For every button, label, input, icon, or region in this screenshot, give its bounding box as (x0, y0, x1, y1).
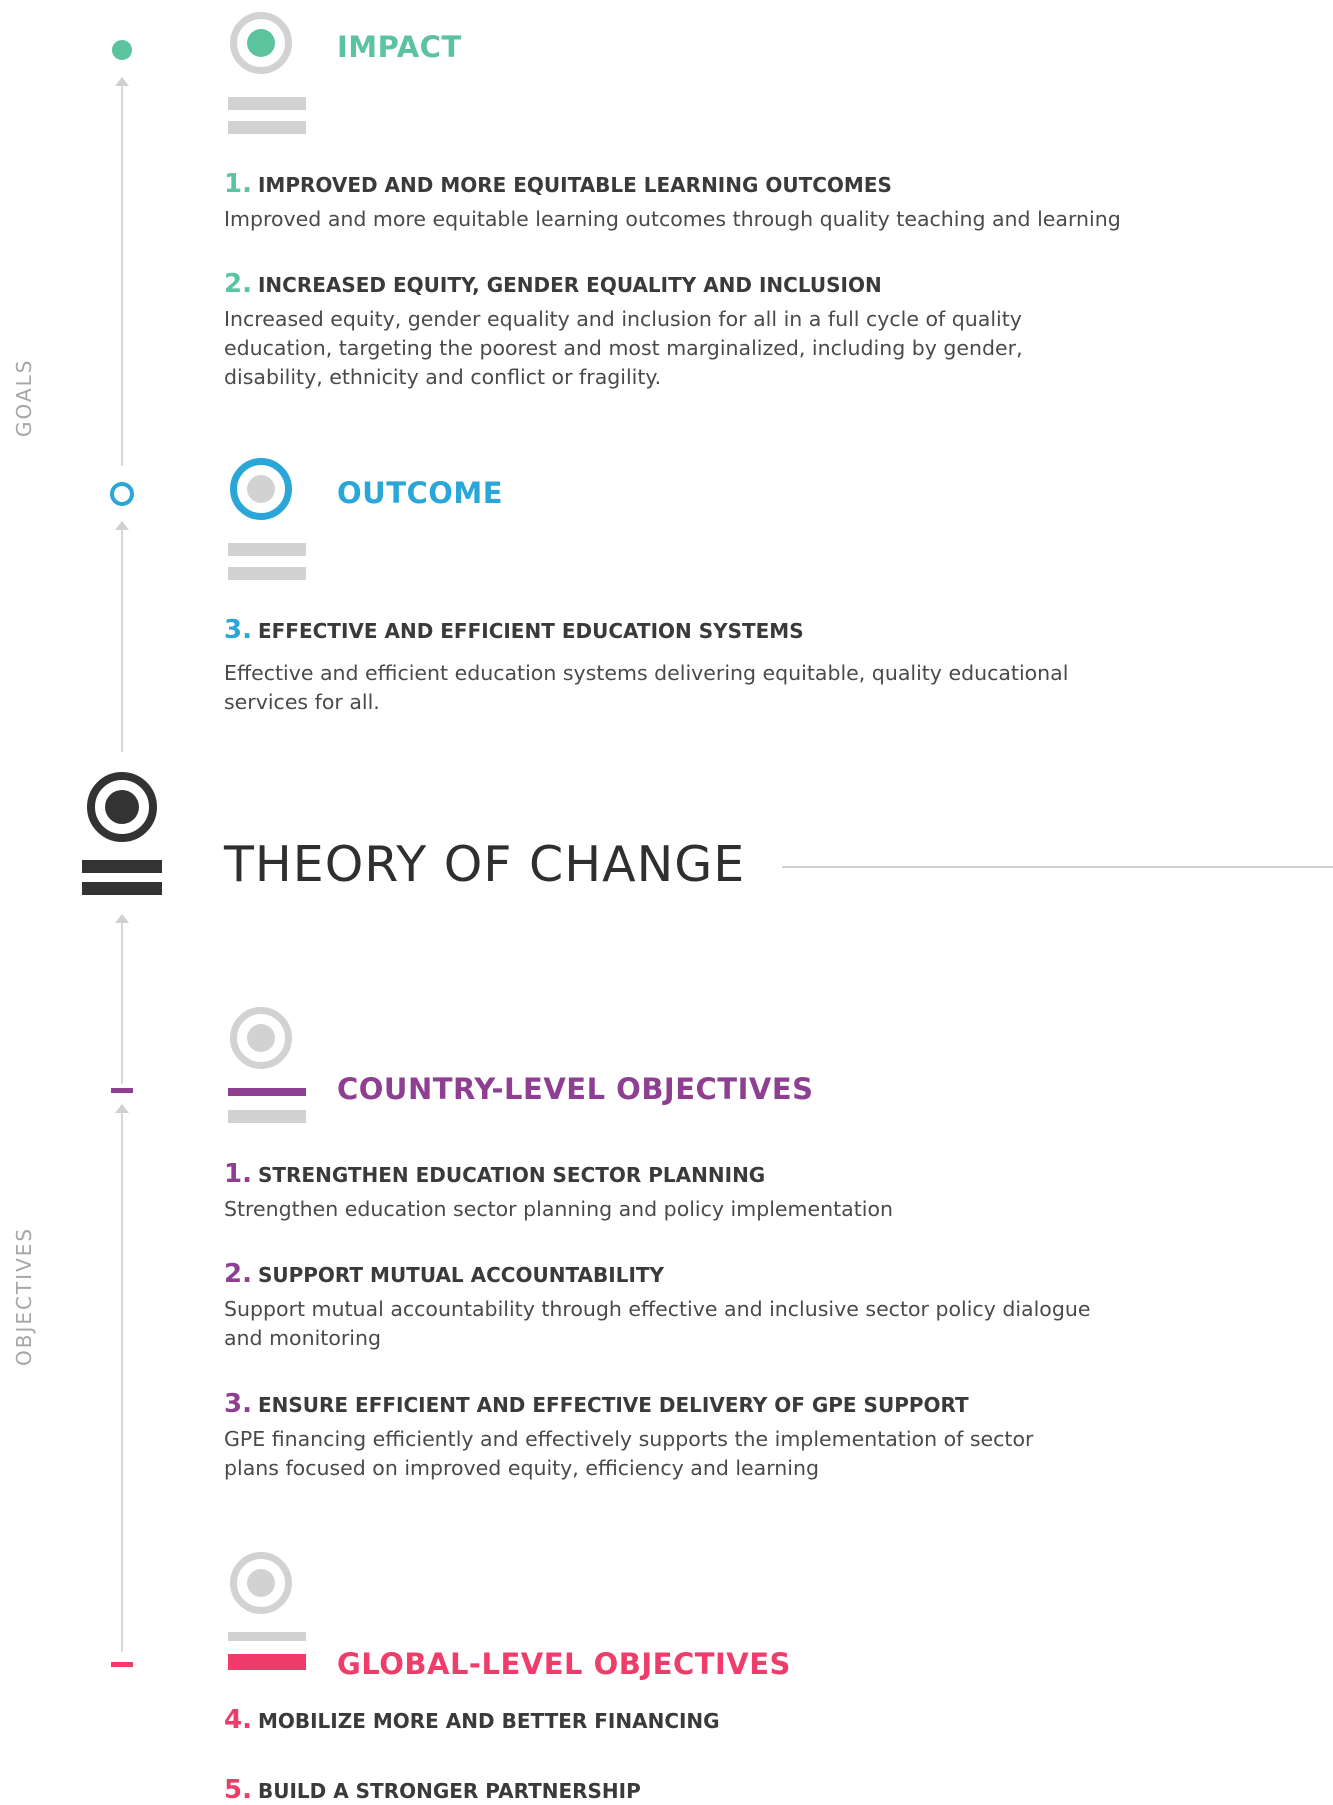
country-item-2: 2.SUPPORT MUTUAL ACCOUNTABILITY Support … (224, 1259, 1091, 1350)
impact-bar-icon (228, 121, 306, 134)
timeline-line-2 (121, 530, 123, 752)
title-divider (782, 866, 1333, 868)
impact-bar-icon (228, 97, 306, 110)
country-item-3: 3.ENSURE EFFICIENT AND EFFECTIVE DELIVER… (224, 1389, 1034, 1480)
arrow-up-icon (115, 1104, 129, 1113)
impact-marker-icon (112, 40, 132, 60)
country-bar-icon (228, 1088, 306, 1096)
global-bar-icon (228, 1654, 306, 1670)
arrow-up-icon (115, 77, 129, 86)
global-target-icon (230, 1552, 292, 1614)
country-marker-icon (111, 1088, 133, 1093)
arrow-up-icon (115, 521, 129, 530)
global-bar-icon (228, 1632, 306, 1641)
country-item-1: 1.STRENGTHEN EDUCATION SECTOR PLANNING S… (224, 1159, 893, 1221)
arrow-up-icon (115, 914, 129, 923)
outcome-target-icon (230, 458, 292, 520)
timeline-line-3 (121, 922, 123, 1084)
global-item-5: 5.BUILD A STRONGER PARTNERSHIP (224, 1775, 641, 1805)
page-title: THEORY OF CHANGE (224, 836, 746, 893)
country-bar-icon (228, 1110, 306, 1123)
country-title: COUNTRY-LEVEL OBJECTIVES (337, 1072, 814, 1106)
outcome-bar-icon (228, 567, 306, 580)
timeline-line-1 (121, 84, 123, 466)
impact-target-icon (230, 12, 292, 74)
impact-title: IMPACT (337, 30, 462, 64)
objectives-side-label: OBJECTIVES (12, 1226, 36, 1366)
global-marker-icon (111, 1662, 133, 1667)
theory-of-change-icon (82, 772, 162, 902)
country-target-icon (230, 1007, 292, 1069)
outcome-title: OUTCOME (337, 476, 504, 510)
global-title: GLOBAL-LEVEL OBJECTIVES (337, 1647, 791, 1681)
outcome-item-3: 3.EFFECTIVE AND EFFICIENT EDUCATION SYST… (224, 615, 1069, 714)
goals-side-label: GOALS (12, 358, 36, 437)
timeline-line-4 (121, 1112, 123, 1652)
outcome-bar-icon (228, 543, 306, 556)
impact-item-1: 1.IMPROVED AND MORE EQUITABLE LEARNING O… (224, 169, 1121, 231)
outcome-marker-icon (110, 482, 134, 506)
impact-item-2: 2.INCREASED EQUITY, GENDER EQUALITY AND … (224, 269, 1023, 389)
global-item-4: 4.MOBILIZE MORE AND BETTER FINANCING (224, 1705, 720, 1735)
